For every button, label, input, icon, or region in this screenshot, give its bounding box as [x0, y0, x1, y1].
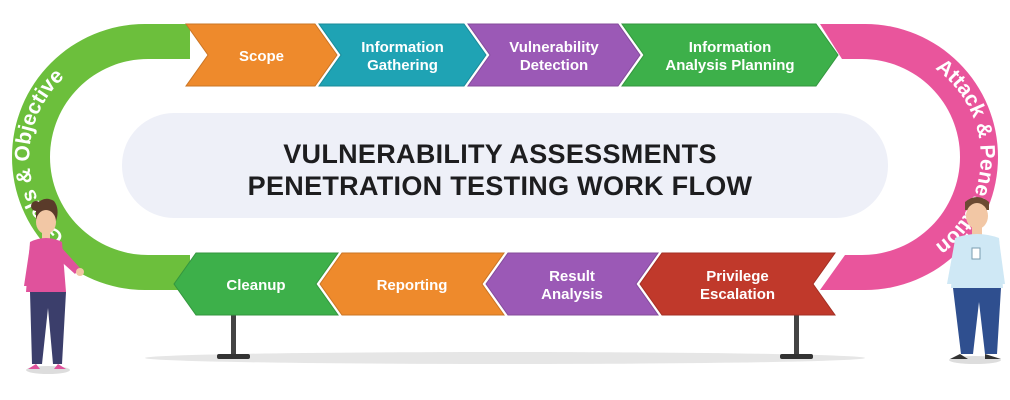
bottom-step-1-label-line-1: Privilege [706, 268, 769, 285]
bottom-step-3-label-line-1: Reporting [377, 277, 448, 294]
man-figure [947, 197, 1005, 364]
top-step-4-label-line-2: Analysis Planning [665, 57, 794, 74]
bottom-step-2-label-line-2: Analysis [541, 286, 603, 303]
bottom-step-1 [639, 252, 836, 316]
top-step-2-label-line-2: Gathering [367, 57, 438, 74]
top-step-2 [318, 23, 487, 87]
ground-shadow [145, 352, 865, 364]
top-step-3-label-line-1: Vulnerability [509, 39, 599, 56]
top-step-4-label-line-1: Information [689, 39, 772, 56]
diagram-title: VULNERABILITY ASSESSMENTS PENETRATION TE… [150, 138, 850, 202]
right-stand-post [794, 312, 799, 357]
left-stand-base [217, 354, 250, 359]
bottom-step-4 [173, 252, 339, 316]
bottom-step-4-label-line-1: Cleanup [226, 277, 285, 294]
bottom-step-2-label-line-1: Result [549, 268, 595, 285]
top-step-1 [185, 23, 338, 87]
top-step-3 [467, 23, 641, 87]
top-step-1-label-line-1: Scope [239, 48, 284, 65]
goals-objective-arc [12, 24, 190, 290]
bottom-step-3 [319, 252, 505, 316]
top-step-4 [621, 23, 839, 87]
title-line-1: VULNERABILITY ASSESSMENTS [283, 139, 717, 169]
left-stand-post [231, 312, 236, 357]
center-panel [122, 113, 888, 218]
bottom-step-1-label-line-2: Escalation [700, 286, 775, 303]
attack-penetration-arc [820, 24, 998, 290]
right-stand-base [780, 354, 813, 359]
top-step-2-label-line-1: Information [361, 39, 444, 56]
top-step-3-label-line-2: Detection [520, 57, 588, 74]
top-steps: ScopeInformationGatheringVulnerabilityDe… [185, 23, 839, 87]
title-line-2: PENETRATION TESTING WORK FLOW [247, 171, 753, 201]
woman-figure [24, 198, 84, 374]
bottom-step-2 [485, 252, 659, 316]
